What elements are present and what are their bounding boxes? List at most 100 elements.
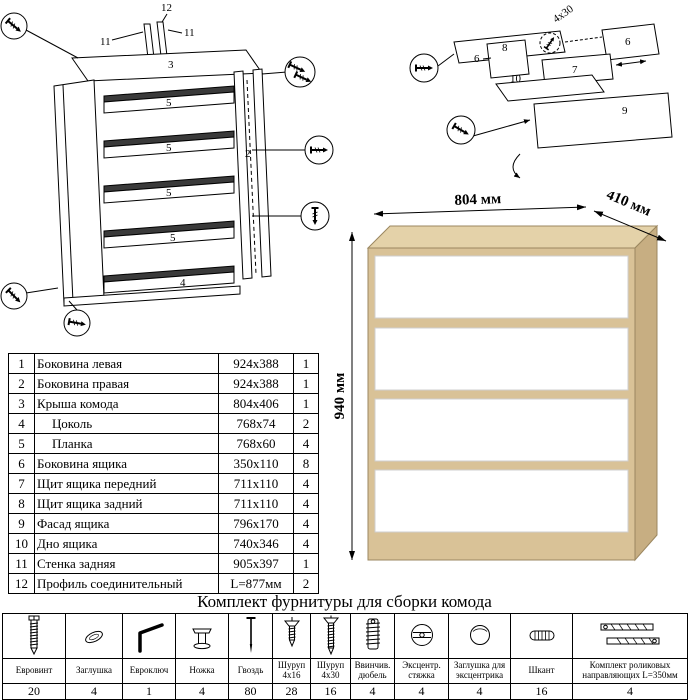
parts-row: 3 Крыша комода 804x406 1 (8, 393, 319, 414)
drawer-slides-icon (572, 613, 688, 659)
hardware-name: Эксцентр. стяжка (394, 658, 449, 684)
part-name: Щит ящика задний (34, 493, 219, 514)
part-size: 711x110 (218, 473, 294, 494)
dowel-icon (510, 613, 573, 659)
slat-part (103, 91, 235, 114)
part-size: 796x170 (218, 513, 294, 534)
part-qty: 1 (293, 393, 319, 414)
drawer-side-part (486, 39, 530, 79)
slat-part (103, 226, 235, 249)
hardware-qty: 4 (175, 683, 229, 700)
hardware-name: Евроключ (122, 658, 176, 684)
part-number: 2 (8, 373, 35, 394)
hardware-name: Гвоздь (228, 658, 273, 684)
hardware-qty: 28 (272, 683, 311, 700)
part-size: 924x388 (218, 373, 294, 394)
part-qty: 1 (293, 553, 319, 574)
drawer-diagram-shapes (409, 23, 673, 179)
part-qty: 8 (293, 453, 319, 474)
euroscrew-icon (2, 613, 66, 659)
parts-row: 12 Профиль соединительный L=877мм 2 (8, 573, 319, 594)
part-size: 905x397 (218, 553, 294, 574)
foot-icon (175, 613, 229, 659)
hardware-kit-title: Комплект фурнитуры для сборки комода (197, 592, 492, 611)
hardware-name: Комплект роликовых направляющих L=350мм (572, 658, 688, 684)
part-label-6: 6 (474, 53, 480, 65)
part-size: 740x346 (218, 533, 294, 554)
chest-body (366, 224, 659, 562)
hardware-qty: 4 (448, 683, 511, 700)
nail-icon (228, 613, 273, 659)
slat-part (103, 136, 235, 159)
part-label-9: 9 (622, 105, 628, 117)
frame-assembly-diagram: 12 11 11 3 5 5 5 5 2 4 (0, 2, 334, 337)
parts-row: 2 Боковина правая 924x388 1 (8, 373, 319, 394)
hardware-name: Шуруп 4x30 (310, 658, 351, 684)
hardware-qty: 80 (228, 683, 273, 700)
parts-row: 5 Планка 768x60 4 (8, 433, 319, 454)
part-size: 711x110 (218, 493, 294, 514)
hardware-qty: 1 (122, 683, 176, 700)
part-size: L=877мм (218, 573, 294, 594)
plinth-part (103, 271, 235, 294)
parts-row: 1 Боковина левая 924x388 1 (8, 353, 319, 374)
part-qty: 4 (293, 533, 319, 554)
drawer-bottom-part (495, 74, 605, 102)
width-dimension-line (373, 204, 587, 217)
hardware-names-row: Евровинт Заглушка Евроключ Ножка Гвоздь … (2, 658, 688, 684)
screw-in-dowel-icon (350, 613, 395, 659)
part-label-8: 8 (502, 42, 508, 54)
plug-icon (65, 613, 123, 659)
cam-cap-icon (448, 613, 511, 659)
part-qty: 4 (293, 493, 319, 514)
screw-4x16-icon (272, 613, 311, 659)
connector-profile-part (143, 23, 155, 59)
drawer-front (374, 398, 629, 462)
hardware-name: Ножка (175, 658, 229, 684)
part-number: 10 (8, 533, 35, 554)
part-name: Стенка задняя (34, 553, 219, 574)
part-name: Боковина ящика (34, 453, 219, 474)
hardware-qty: 16 (310, 683, 351, 700)
parts-row: 6 Боковина ящика 350x110 8 (8, 453, 319, 474)
part-name: Цоколь (34, 413, 219, 434)
parts-row: 4 Цоколь 768x74 2 (8, 413, 319, 434)
part-qty: 1 (293, 373, 319, 394)
right-side-panel-part (252, 68, 272, 278)
part-size: 924x388 (218, 353, 294, 374)
part-name: Дно ящика (34, 533, 219, 554)
part-label-5: 5 (166, 187, 172, 199)
hardware-qty: 20 (2, 683, 66, 700)
hardware-qty: 4 (65, 683, 123, 700)
part-label-5: 5 (166, 97, 172, 109)
top-panel-part (71, 49, 263, 82)
part-label-6: 6 (625, 36, 631, 48)
part-name: Крыша комода (34, 393, 219, 414)
parts-table: 1 Боковина левая 924x388 1 2 Боковина пр… (8, 353, 319, 594)
part-size: 768x74 (218, 413, 294, 434)
drawer-side-part (601, 23, 660, 61)
part-label-4: 4 (180, 277, 186, 289)
part-number: 12 (8, 573, 35, 594)
width-dimension-label: 804 мм (454, 192, 501, 209)
part-name: Фасад ящика (34, 513, 219, 534)
part-number: 6 (8, 453, 35, 474)
hardware-name: Евровинт (2, 658, 66, 684)
bottom-rail-part (63, 285, 241, 307)
hardware-name: Заглушка для эксцентрика (448, 658, 511, 684)
connector-profile-part (156, 21, 168, 57)
dimension-lines (349, 204, 667, 560)
hardware-qty: 16 (510, 683, 573, 700)
part-qty: 1 (293, 353, 319, 374)
hardware-name: Шуруп 4x16 (272, 658, 311, 684)
part-label-10: 10 (510, 73, 522, 85)
part-number: 3 (8, 393, 35, 414)
chest-top-face (366, 225, 659, 249)
hardware-qty: 4 (572, 683, 688, 700)
part-label-12: 12 (161, 2, 172, 14)
part-number: 7 (8, 473, 35, 494)
chest-side-face (634, 224, 658, 562)
hardware-table: Евровинт Заглушка Евроключ Ножка Гвоздь … (2, 613, 688, 700)
hardware-name: Заглушка (65, 658, 123, 684)
parts-row: 9 Фасад ящика 796x170 4 (8, 513, 319, 534)
